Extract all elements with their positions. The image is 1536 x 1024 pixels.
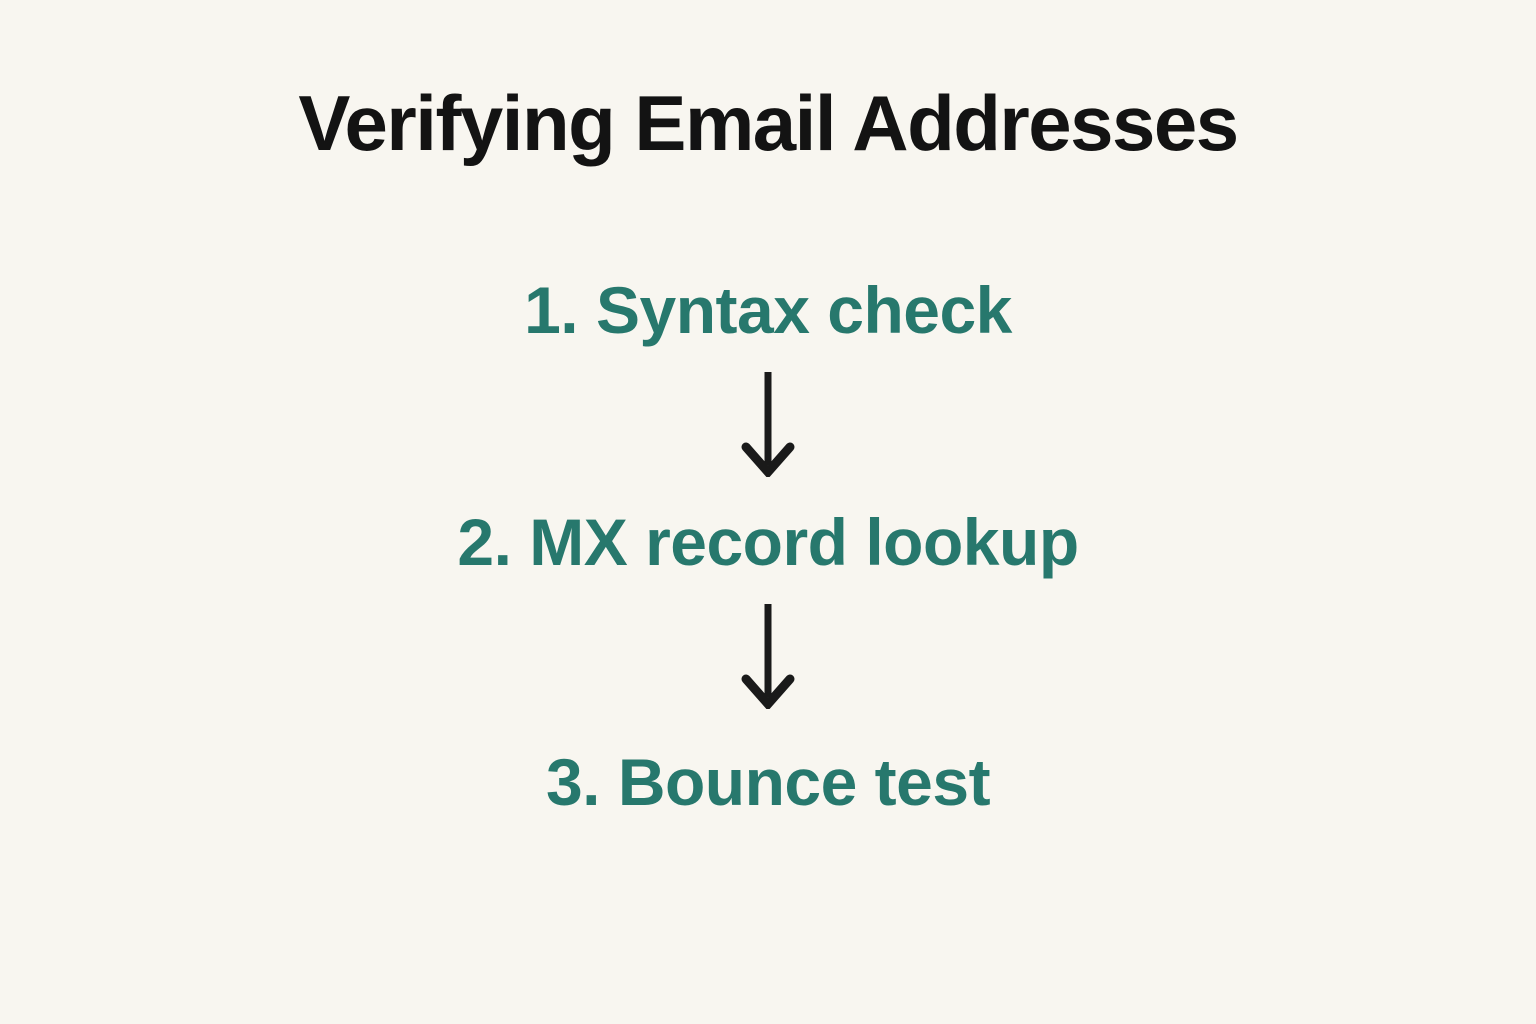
step-bounce-test: 3. Bounce test — [545, 745, 991, 819]
page-title: Verifying Email Addresses — [298, 79, 1239, 167]
step-syntax-check: 1. Syntax check — [524, 273, 1012, 347]
down-arrow-icon — [741, 601, 795, 709]
down-arrow-icon — [741, 369, 795, 477]
step-mx-record-lookup: 2. MX record lookup — [457, 505, 1079, 579]
